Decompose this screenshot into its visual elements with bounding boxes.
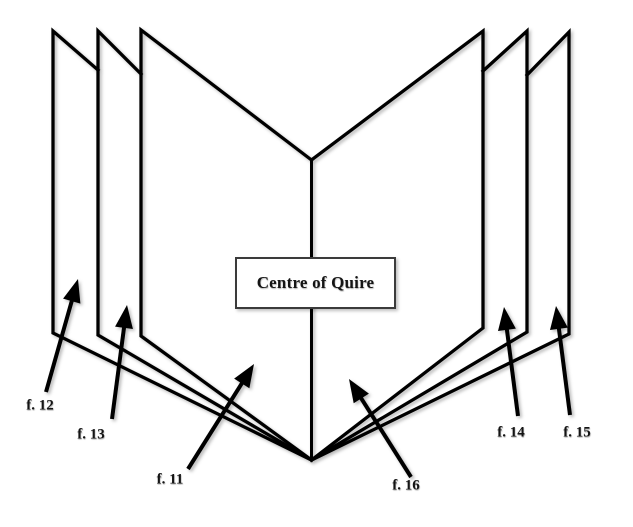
page-edge-left-outer (51, 27, 314, 463)
page-edge-right-inner (309, 27, 485, 463)
arrow-head-f11 (234, 364, 254, 389)
page-edge-right-outer (309, 27, 571, 463)
arrow-head-f15 (550, 306, 568, 330)
page-edge-right-middle (309, 27, 529, 463)
arrow-shaft-f15 (556, 325, 572, 416)
arrow-shaft-f11 (186, 379, 246, 471)
folio-label-f12: f. 12 (26, 397, 54, 414)
arrow-shaft-f14 (504, 326, 520, 417)
folio-label-f16: f. 16 (392, 477, 420, 494)
folio-label-f11: f. 11 (156, 471, 184, 488)
centre-of-quire-box: Centre of Quire (235, 257, 396, 309)
arrow-head-f14 (498, 307, 516, 331)
arrow-shaft-f16 (358, 394, 413, 479)
folio-label-f15: f. 15 (563, 424, 591, 441)
arrow-shaft-f13 (110, 324, 127, 420)
folio-label-f14: f. 14 (497, 424, 525, 441)
centre-of-quire-label: Centre of Quire (256, 273, 375, 292)
page-edge-left-inner (139, 26, 314, 463)
arrow-head-f13 (115, 305, 133, 329)
page-edge-left-middle (96, 27, 314, 463)
arrow-head-f16 (349, 379, 369, 404)
folio-label-f13: f. 13 (77, 426, 105, 443)
arrow-head-f12 (63, 279, 81, 304)
arrow-shaft-f12 (44, 297, 75, 393)
